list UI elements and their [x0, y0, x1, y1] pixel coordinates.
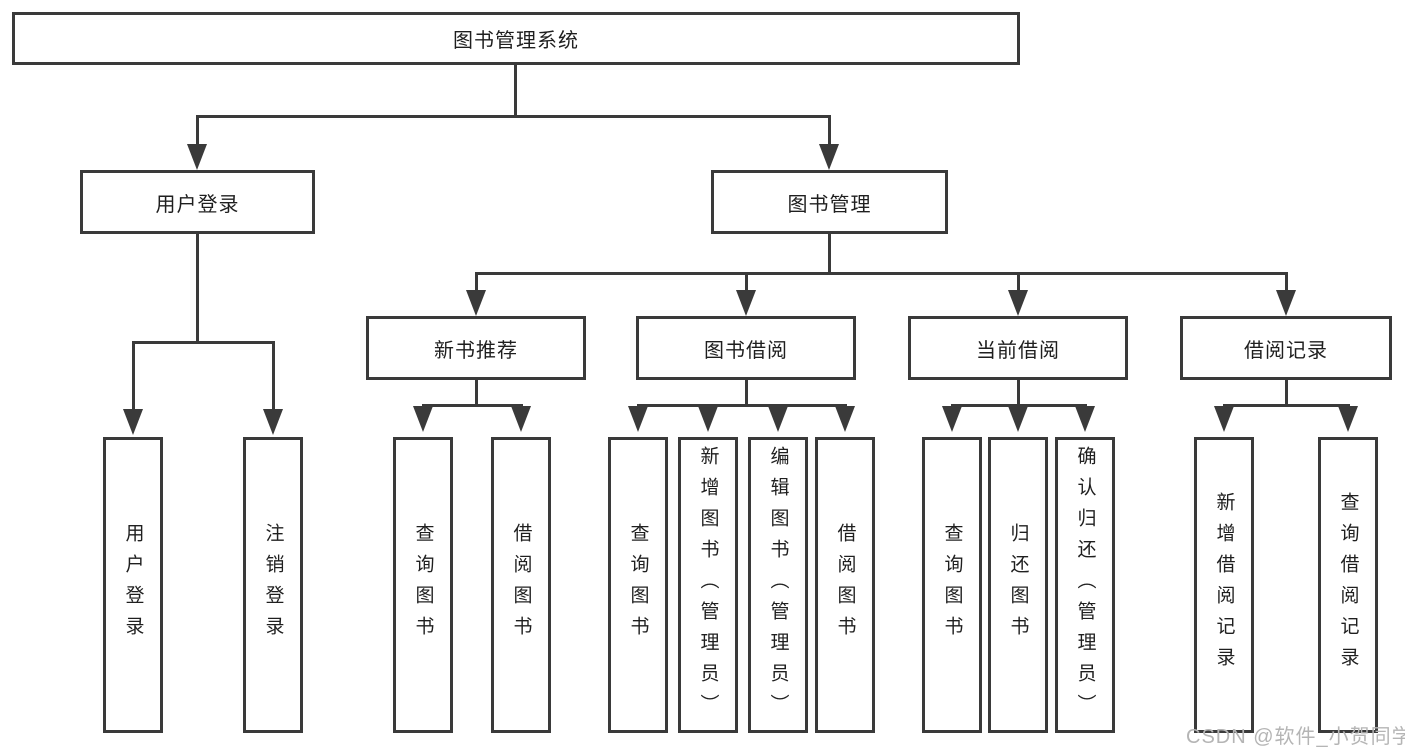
node-user-login-label: 用户登录 [155, 193, 240, 216]
leaf-borrow-books-2: 借阅图书 [815, 437, 875, 733]
leaf-query-books-2: 查询图书 [608, 437, 668, 733]
arrowhead-icon [835, 406, 855, 432]
arrowhead-icon [736, 290, 756, 316]
node-book-mgmt-label: 图书管理 [787, 193, 872, 216]
leaf-query-borrow-record: 查询借阅记录 [1318, 437, 1378, 733]
leaf-user-login: 用户登录 [103, 437, 163, 733]
connector-stem-user-login [196, 115, 199, 147]
arrowhead-icon [1276, 290, 1296, 316]
arrowhead-icon [819, 144, 839, 170]
watermark-text: CSDN @软件_小贺同学 [1186, 726, 1405, 747]
node-book-mgmt: 图书管理 [711, 170, 948, 234]
leaf-label: 用户登录 [122, 523, 144, 647]
leaf-label: 借阅图书 [834, 523, 856, 647]
node-borrow-records-label: 借阅记录 [1244, 339, 1328, 362]
arrowhead-icon [413, 406, 433, 432]
node-current-borrow: 当前借阅 [908, 316, 1128, 380]
connector-book-mgmt-trunk [828, 234, 831, 275]
connector-user-login-trunk [196, 234, 199, 344]
node-book-borrow-label: 图书借阅 [704, 339, 788, 362]
arrowhead-icon [1008, 406, 1028, 432]
leaf-edit-books-admin: 编辑图书（管理员） [748, 437, 808, 733]
leaf-borrow-books-1: 借阅图书 [491, 437, 551, 733]
connector-stem-current-borrow [1017, 272, 1020, 292]
connector-stem-book-mgmt [828, 115, 831, 147]
node-user-login: 用户登录 [80, 170, 315, 234]
arrowhead-icon [187, 144, 207, 170]
connector-stem-book-borrow [745, 272, 748, 292]
connector-book-borrow-trunk [745, 380, 748, 407]
connector-stem-new-books [475, 272, 478, 292]
arrowhead-icon [768, 406, 788, 432]
connector-current-borrow-trunk [1017, 380, 1020, 407]
leaf-add-borrow-record: 新增借阅记录 [1194, 437, 1254, 733]
leaf-label: 查询图书 [941, 523, 963, 647]
connector-borrow-records-bar [1223, 404, 1350, 407]
arrowhead-icon [1214, 406, 1234, 432]
leaf-label: 新增图书（管理员） [697, 445, 719, 725]
leaf-label: 查询图书 [627, 523, 649, 647]
arrowhead-icon [1008, 290, 1028, 316]
arrowhead-icon [628, 406, 648, 432]
leaf-label: 编辑图书（管理员） [767, 445, 789, 725]
leaf-label: 查询借阅记录 [1337, 492, 1359, 678]
node-book-borrow: 图书借阅 [636, 316, 856, 380]
node-current-borrow-label: 当前借阅 [976, 339, 1060, 362]
connector-borrow-records-trunk [1285, 380, 1288, 407]
connector-stem-leaf [272, 341, 275, 411]
leaf-confirm-return-admin: 确认归还（管理员） [1055, 437, 1115, 733]
arrowhead-icon [511, 406, 531, 432]
arrowhead-icon [942, 406, 962, 432]
node-new-books-label: 新书推荐 [434, 339, 518, 362]
connector-root-bar [196, 115, 831, 118]
connector-book-borrow-bar [637, 404, 847, 407]
node-root-label: 图书管理系统 [453, 30, 579, 52]
connector-book-mgmt-bar [475, 272, 1288, 275]
node-root: 图书管理系统 [12, 12, 1020, 65]
connector-user-login-bar [132, 341, 275, 344]
leaf-label: 新增借阅记录 [1213, 492, 1235, 678]
leaf-label: 注销登录 [262, 523, 284, 647]
leaf-add-books-admin: 新增图书（管理员） [678, 437, 738, 733]
leaf-label: 确认归还（管理员） [1074, 445, 1096, 725]
leaf-query-books-3: 查询图书 [922, 437, 982, 733]
arrowhead-icon [466, 290, 486, 316]
connector-stem-leaf [132, 341, 135, 411]
connector-new-books-bar [422, 404, 523, 407]
arrowhead-icon [1338, 406, 1358, 432]
leaf-query-books-1: 查询图书 [393, 437, 453, 733]
leaf-return-books: 归还图书 [988, 437, 1048, 733]
arrowhead-icon [263, 409, 283, 435]
connector-new-books-trunk [475, 380, 478, 407]
arrowhead-icon [698, 406, 718, 432]
node-new-books: 新书推荐 [366, 316, 586, 380]
leaf-label: 查询图书 [412, 523, 434, 647]
arrowhead-icon [123, 409, 143, 435]
connector-stem-borrow-records [1285, 272, 1288, 292]
leaf-label: 借阅图书 [510, 523, 532, 647]
node-borrow-records: 借阅记录 [1180, 316, 1392, 380]
connector-current-borrow-bar [951, 404, 1087, 407]
connector-root-trunk [514, 65, 517, 117]
leaf-label: 归还图书 [1007, 523, 1029, 647]
arrowhead-icon [1075, 406, 1095, 432]
leaf-logout: 注销登录 [243, 437, 303, 733]
